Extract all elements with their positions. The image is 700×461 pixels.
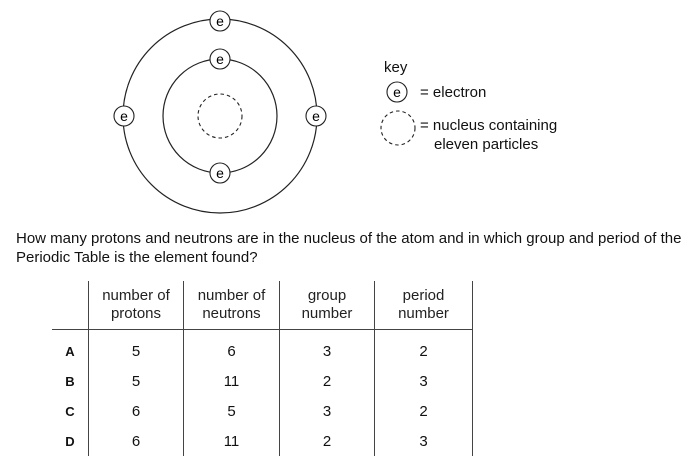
key-nucleus-label-line2: eleven particles [434, 136, 539, 153]
key-nucleus-label-line1: = nucleus containing [420, 117, 558, 134]
option-label: C [65, 403, 75, 419]
header-protons: number of protons [88, 281, 184, 330]
cell-period: 3 [374, 426, 473, 456]
cell-period: 2 [374, 336, 473, 366]
electron-inner-top: e [209, 48, 231, 70]
header-text: protons [110, 305, 162, 322]
header-text: group [307, 287, 347, 304]
cell-group: 3 [279, 336, 375, 366]
key-title: key [384, 59, 408, 76]
nucleus [197, 93, 243, 139]
cell-protons: 6 [88, 396, 184, 426]
header-text: number [398, 305, 449, 322]
cell-neutrons: 11 [183, 366, 280, 396]
cell-neutrons: 6 [183, 336, 280, 366]
cell-period: 3 [374, 366, 473, 396]
table-row [52, 329, 473, 336]
electron-outer-left: e [113, 105, 135, 127]
electron-symbol: e [216, 165, 224, 181]
cell-neutrons: 11 [183, 426, 280, 456]
option-label: B [65, 373, 75, 389]
option-label: A [65, 343, 75, 359]
header-text: period [402, 287, 445, 304]
header-text: number of [197, 287, 266, 304]
atom-diagram: e e e e e e [113, 10, 416, 214]
table-row: C 6 5 3 2 [52, 396, 473, 426]
header-period: period number [374, 281, 473, 330]
electron-symbol: e [120, 108, 128, 124]
electron-outer-right: e [305, 105, 327, 127]
key-nucleus-symbol [380, 110, 416, 146]
cell-protons: 6 [88, 426, 184, 456]
header-neutrons: number of neutrons [183, 281, 280, 330]
header-text: number of [102, 287, 170, 304]
cell-neutrons: 5 [183, 396, 280, 426]
electron-symbol: e [312, 108, 320, 124]
question-text: How many protons and neutrons are in the… [16, 230, 682, 266]
outer-shell [122, 18, 318, 214]
answer-table: number of protons number of neutrons gro… [52, 281, 473, 456]
table-row: A 5 6 3 2 [52, 336, 473, 366]
cell-group: 2 [279, 426, 375, 456]
table-row: B 5 11 2 3 [52, 366, 473, 396]
table-header-row: number of protons number of neutrons gro… [52, 281, 473, 330]
key-electron-symbol: e [386, 81, 408, 103]
header-text: number [301, 305, 353, 322]
cell-protons: 5 [88, 366, 184, 396]
key-electron-letter: e [393, 84, 401, 100]
header-text: neutrons [202, 305, 261, 322]
key-electron-label: = electron [420, 84, 487, 101]
electron-inner-bottom: e [209, 162, 231, 184]
header-group: group number [279, 281, 375, 330]
cell-group: 3 [279, 396, 375, 426]
cell-period: 2 [374, 396, 473, 426]
cell-group: 2 [279, 366, 375, 396]
header-blank [52, 281, 89, 330]
electron-symbol: e [216, 51, 224, 67]
table-row: D 6 11 2 3 [52, 426, 473, 456]
inner-shell [162, 58, 278, 174]
electron-outer-top: e [209, 10, 231, 32]
cell-protons: 5 [88, 336, 184, 366]
option-label: D [65, 433, 75, 449]
electron-symbol: e [216, 13, 224, 29]
